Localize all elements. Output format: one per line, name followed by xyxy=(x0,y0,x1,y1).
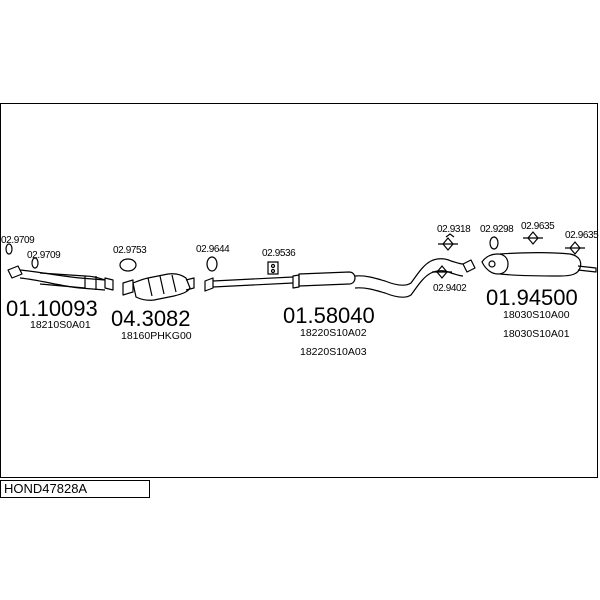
ring-gasket-icon xyxy=(489,236,499,250)
accessory-label-a8: 02.9635 xyxy=(521,221,555,232)
diagram-title-box: HOND47828A xyxy=(0,480,150,498)
oem-number-middle-silencer-1: 18220S10A02 xyxy=(300,327,367,339)
oem-number-catalytic-converter: 18160PHKG00 xyxy=(121,330,192,342)
ring-gasket-icon xyxy=(31,257,39,269)
middle-silencer-drawing xyxy=(292,258,476,298)
accessory-label-a2: 02.9709 xyxy=(27,250,61,261)
rubber-hanger-icon xyxy=(565,241,585,255)
rear-silencer-drawing xyxy=(481,251,597,277)
rubber-hanger-icon xyxy=(438,233,458,251)
oem-number-middle-silencer-2: 18220S10A03 xyxy=(300,346,367,358)
accessory-label-a4: 02.9644 xyxy=(196,244,230,255)
front-pipe-drawing xyxy=(7,265,114,291)
diagram-frame xyxy=(0,103,598,478)
accessory-label-a10: 02.9402 xyxy=(433,283,467,294)
ring-gasket-icon xyxy=(206,256,218,272)
accessory-label-a7: 02.9298 xyxy=(480,224,514,235)
ring-gasket-icon xyxy=(119,258,137,272)
intermediate-pipe-drawing xyxy=(204,276,294,292)
part-code-catalytic-converter: 04.3082 xyxy=(111,306,191,331)
accessory-label-a9: 02.9635 xyxy=(565,230,599,241)
accessory-label-a3: 02.9753 xyxy=(113,245,147,256)
accessory-label-a6: 02.9318 xyxy=(437,224,471,235)
accessory-label-a1: 02.9709 xyxy=(1,235,35,246)
part-code-rear-silencer: 01.94500 xyxy=(486,285,578,310)
part-code-middle-silencer: 01.58040 xyxy=(283,303,375,328)
diagram-title: HOND47828A xyxy=(4,481,88,496)
oem-number-rear-silencer-1: 18030S10A00 xyxy=(503,309,570,321)
part-code-front-pipe: 01.10093 xyxy=(6,296,98,321)
accessory-label-a5: 02.9536 xyxy=(262,248,296,259)
rubber-hanger-icon xyxy=(523,231,543,245)
rubber-hanger-icon xyxy=(267,261,279,275)
catalytic-converter-drawing xyxy=(122,273,195,301)
oem-number-front-pipe: 18210S0A01 xyxy=(30,319,91,331)
oem-number-rear-silencer-2: 18030S10A01 xyxy=(503,328,570,340)
ring-gasket-icon xyxy=(5,243,13,255)
